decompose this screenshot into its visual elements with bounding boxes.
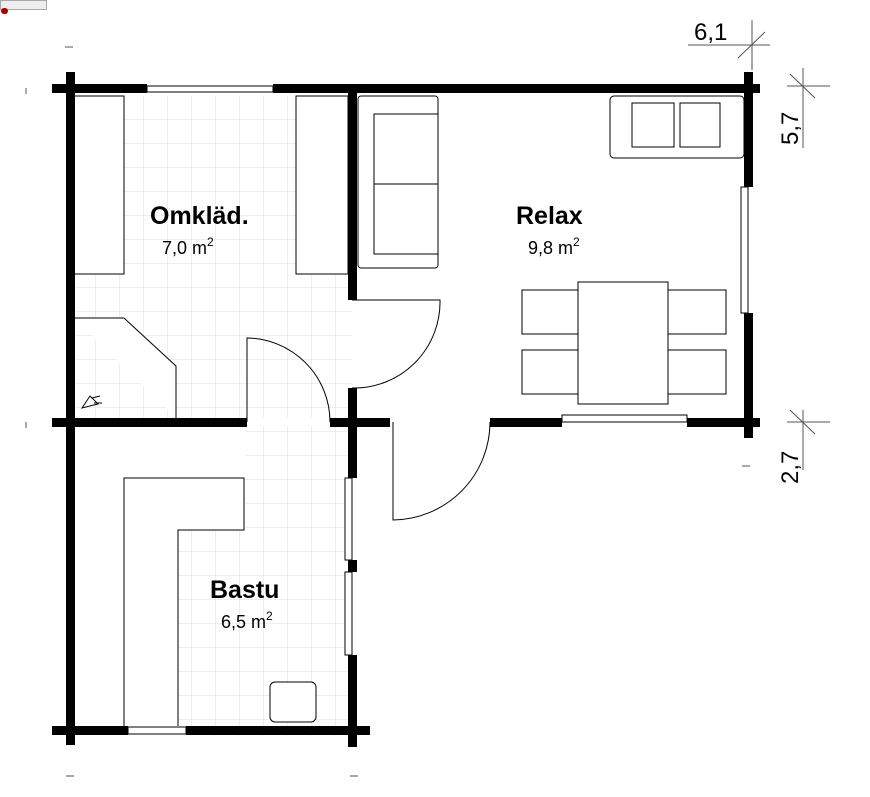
sauna-stove (269, 681, 317, 723)
chair (667, 289, 727, 335)
door-omklad-bastu[interactable] (246, 337, 331, 423)
room-name-relax: Relax (516, 202, 583, 230)
kitchen-sink (609, 95, 745, 159)
corner-bench (74, 317, 177, 418)
toolbar-fragment[interactable] (0, 0, 47, 14)
room-area-omklad: 7,0 m2 (162, 235, 214, 258)
toolbar-icon[interactable] (1, 8, 8, 14)
table (577, 281, 669, 405)
dimension-lines (25, 20, 830, 777)
dimension-depth-bottom: 2,7 (777, 451, 804, 484)
walls (52, 72, 760, 747)
window (146, 85, 274, 93)
window (740, 186, 749, 314)
chair (521, 349, 579, 395)
room-area-relax: 9,8 m2 (528, 235, 580, 258)
bench (295, 95, 349, 275)
room-name-omklad: Omkläd. (150, 202, 249, 230)
room-name-bastu: Bastu (210, 576, 279, 604)
dimension-width: 6,1 (694, 19, 727, 46)
dimension-depth-top: 5,7 (777, 112, 804, 145)
window (561, 414, 688, 423)
door-entrance[interactable] (392, 421, 491, 521)
chair (521, 289, 579, 335)
room-area-bastu: 6,5 m2 (221, 609, 273, 632)
window (127, 726, 187, 735)
sauna-bench (123, 477, 245, 726)
window (344, 571, 353, 656)
chair (667, 349, 727, 395)
bench (73, 95, 125, 275)
window (344, 477, 353, 561)
door-omklad-relax[interactable] (351, 299, 441, 389)
shower-icon (80, 395, 102, 409)
